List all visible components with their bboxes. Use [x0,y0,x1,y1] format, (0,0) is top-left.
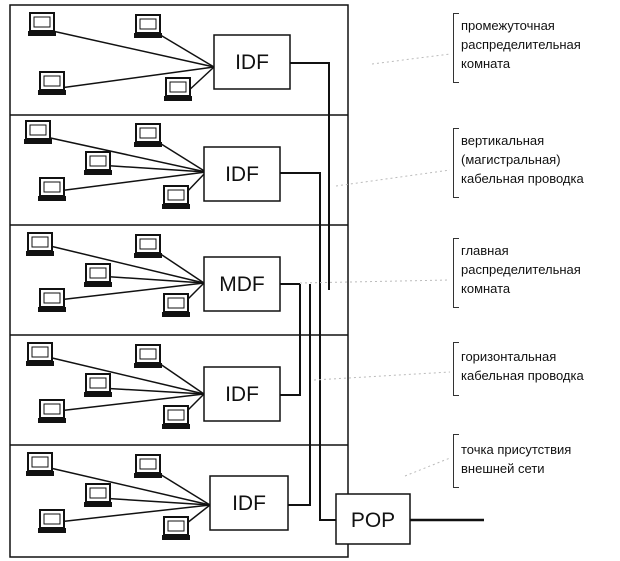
computer-icon [133,344,163,369]
backbone-cable-idf5 [288,284,311,506]
computer-icon [25,232,55,257]
backbone-cable-idf1 [290,62,330,290]
building-outline [9,4,349,558]
legend-line: кабельная проводка [461,171,584,186]
idf-box-4-label: IDF [225,383,259,406]
legend-line: комната [461,56,511,71]
legend-leader-lines [299,53,451,477]
horizontal-cable [151,29,215,68]
computer-icon [161,516,191,541]
computer-icon [161,185,191,210]
backbone-cable-pop [319,284,336,521]
legend-line: кабельная проводка [461,368,584,383]
legend-point-of-presence: точка присутствия внешней сети [461,440,571,478]
legend-line: горизонтальная [461,349,557,364]
pop-box [335,493,411,545]
horizontal-cable [47,356,205,395]
legend-bracket [453,434,459,488]
computer-icon [37,288,67,313]
horizontal-cable [57,282,205,301]
horizontal-cable [99,497,211,506]
floor-1: IDF [27,12,291,102]
floor-5: IDF [25,452,289,541]
legend-line: (магистральная) [461,152,561,167]
horizontal-cable [47,29,215,68]
idf-box-5 [209,475,289,531]
computer-icon [37,177,67,202]
computer-icon [161,293,191,318]
idf-box-5-label: IDF [232,492,266,515]
legend-line: главная [461,243,509,258]
horizontal-cable [99,387,205,395]
legend-bracket [453,128,459,198]
legend-intermediate-distribution-room: промежуточная распределительная комната [461,16,581,73]
idf-box-1 [213,34,291,90]
computer-icon [27,12,57,37]
horizontal-cable [57,171,207,192]
computer-icon [23,120,53,145]
legend-bracket [453,13,459,83]
horizontal-cable [45,466,211,506]
computer-icon [133,123,163,148]
mdf-box-label: MDF [219,273,265,296]
computer-icon [83,263,113,288]
legend-main-distribution-room: главная распределительная комната [461,241,581,298]
legend-bracket [453,238,459,308]
horizontal-cable [97,164,207,173]
floor-3: MDF [25,232,281,318]
legend-line: вертикальная [461,133,545,148]
computer-icon [163,77,193,102]
computer-icon [133,454,163,479]
computer-icon [37,399,67,424]
legend-line: комната [461,281,511,296]
horizontal-cable [59,66,215,89]
computer-icon [161,405,191,430]
computer-icon [37,71,67,96]
idf-box-2 [203,146,281,202]
computer-icon [83,483,113,508]
horizontal-cable [57,393,205,412]
computer-icon [37,509,67,534]
computer-icon [133,234,163,259]
idf-box-1-label: IDF [235,51,269,74]
horizontal-cable [45,244,205,284]
horizontal-cable [57,504,211,523]
idf-box-2-label: IDF [225,163,259,186]
vertical-backbone-cabling [280,62,484,522]
pop-box-label: POP [351,509,395,532]
legend-line: распределительная [461,262,581,277]
floor-2: IDF [23,120,281,210]
backbone-cable-idf2 [280,172,321,290]
computer-icon [133,14,163,39]
horizontal-cable [45,136,207,173]
floor-4: IDF [25,342,281,430]
legend-horizontal-cabling: горизонтальная кабельная проводка [461,347,584,385]
computer-icon [83,373,113,398]
computer-icon [25,452,55,477]
legend-line: промежуточная [461,18,555,33]
horizontal-cable [97,275,205,284]
backbone-cable-idf4 [280,284,301,396]
legend-bracket [453,342,459,396]
computer-icon [25,342,55,367]
legend-line: распределительная [461,37,581,52]
legend-line: точка присутствия [461,442,572,457]
legend-line: внешней сети [461,461,545,476]
computer-icon [83,151,113,176]
legend-vertical-backbone-cabling: вертикальная (магистральная) кабельная п… [461,131,584,188]
